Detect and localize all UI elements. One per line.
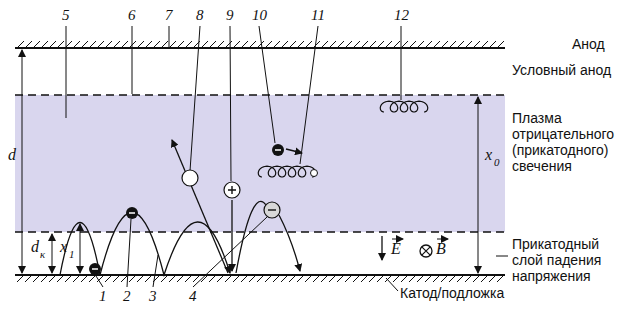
cyclotron-coil xyxy=(380,101,427,112)
callout-number: 11 xyxy=(311,7,325,24)
field-b-symbol xyxy=(420,245,432,257)
callout-number: 6 xyxy=(128,7,136,24)
cyclotron-coil xyxy=(258,166,315,177)
field-label: B xyxy=(436,240,446,258)
region-label: Условный анод xyxy=(512,62,622,78)
dimension-label: d xyxy=(31,238,39,256)
electron-trajectory xyxy=(60,213,230,276)
region-label: Плазма отрицательного (прикатодного) све… xyxy=(512,110,624,174)
callout-number: 8 xyxy=(196,7,204,24)
dimension-label: x xyxy=(60,238,67,256)
electron xyxy=(272,144,284,156)
vector-bar xyxy=(437,239,448,240)
region-label: Анод xyxy=(572,36,605,52)
ion-trajectory xyxy=(231,200,232,271)
callout-number: 10 xyxy=(252,7,267,24)
electron-end xyxy=(311,170,318,177)
anode-hatch xyxy=(17,41,504,48)
dimension-subscript: 1 xyxy=(69,248,75,261)
dimension-x0 xyxy=(478,97,479,273)
field-e-arrow xyxy=(381,236,382,260)
plasma-band xyxy=(15,95,505,232)
ion xyxy=(224,182,240,198)
sputtered-atom xyxy=(182,170,198,186)
electron-motion xyxy=(286,149,302,153)
negative-particle xyxy=(264,202,280,218)
electron xyxy=(126,207,138,219)
dimension-d xyxy=(22,50,23,273)
dimension-subscript: 0 xyxy=(494,156,500,169)
callout-number: 5 xyxy=(62,7,70,24)
callout-number: 2 xyxy=(123,288,131,305)
electron xyxy=(89,263,101,275)
dimension-label: d xyxy=(8,146,16,164)
callout-number: 1 xyxy=(99,288,107,305)
region-label: Катод/подложка xyxy=(400,285,504,301)
cathode-hatch xyxy=(17,275,504,282)
callout-number: 4 xyxy=(189,288,197,305)
vector-bar xyxy=(392,239,403,240)
callout-number: 7 xyxy=(165,7,173,24)
virtual-anode-line xyxy=(15,94,505,95)
dimension-subscript: к xyxy=(40,248,45,261)
callout-number: 9 xyxy=(226,7,234,24)
field-label: E xyxy=(391,240,401,258)
leader-lines xyxy=(66,26,508,291)
anode-line xyxy=(15,47,505,49)
secondary-trajectory xyxy=(279,215,300,271)
secondary-trajectory xyxy=(236,201,266,273)
atom-trajectory xyxy=(172,140,228,273)
callout-number: 12 xyxy=(394,7,409,24)
region-label: Прикатодный слой падения напряжения xyxy=(512,236,624,284)
field-b-symbol xyxy=(422,247,430,255)
dimension-dk xyxy=(52,234,53,273)
dimension-label: x xyxy=(485,146,492,164)
dimension-x1 xyxy=(80,224,81,273)
callout-number: 3 xyxy=(149,288,157,305)
